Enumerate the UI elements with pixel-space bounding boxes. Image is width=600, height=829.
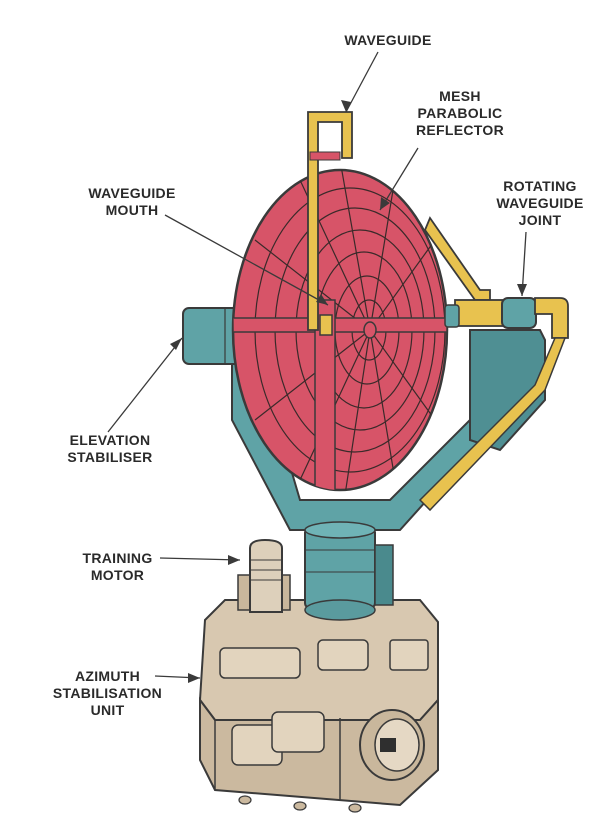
label-reflector-line-1: MESH [439, 88, 481, 104]
leader-arrowheads [170, 100, 527, 683]
label-elevation-line-2: STABILISER [67, 449, 153, 465]
label-training-motor: TRAINING MOTOR [70, 550, 165, 584]
label-waveguide-line-1: WAVEGUIDE [344, 32, 432, 48]
rotating-waveguide-joint [418, 297, 569, 512]
label-joint-line-1: ROTATING [503, 178, 577, 194]
label-mouth-line-2: MOUTH [105, 202, 159, 218]
label-azimuth-line-3: UNIT [90, 702, 125, 718]
label-motor-line-2: MOTOR [90, 567, 145, 583]
leader-reflector [379, 147, 419, 211]
label-waveguide: WAVEGUIDE [338, 32, 438, 49]
label-reflector-line-3: REFLECTOR [416, 122, 504, 138]
label-waveguide-mouth: WAVEGUIDE MOUTH [82, 185, 182, 219]
label-azimuth-line-2: STABILISATION [52, 685, 163, 701]
label-azimuth-stabilisation-unit: AZIMUTH STABILISATION UNIT [45, 668, 170, 719]
label-joint-line-2: WAVEGUIDE [496, 195, 584, 211]
label-motor-line-1: TRAINING [82, 550, 153, 566]
label-azimuth-line-1: AZIMUTH [74, 668, 141, 684]
label-elevation-line-1: ELEVATION [69, 432, 151, 448]
label-elevation-stabiliser: ELEVATION STABILISER [55, 432, 165, 466]
leader-waveguide [345, 51, 379, 113]
leader-training-motor [159, 557, 241, 561]
leader-lines [107, 51, 527, 679]
leader-elevation-stabiliser [107, 337, 183, 433]
waveguide [307, 111, 506, 336]
azimuth-stabilisation-unit [198, 599, 439, 813]
label-rotating-waveguide-joint: ROTATING WAVEGUIDE JOINT [485, 178, 595, 229]
label-mesh-parabolic-reflector: MESH PARABOLIC REFLECTOR [405, 88, 515, 139]
training-motor [237, 538, 291, 613]
label-joint-line-3: JOINT [518, 212, 562, 228]
mesh-parabolic-reflector [231, 168, 449, 492]
leader-waveguide-mouth [164, 214, 329, 306]
label-mouth-line-1: WAVEGUIDE [88, 185, 176, 201]
label-reflector-line-2: PARABOLIC [417, 105, 503, 121]
